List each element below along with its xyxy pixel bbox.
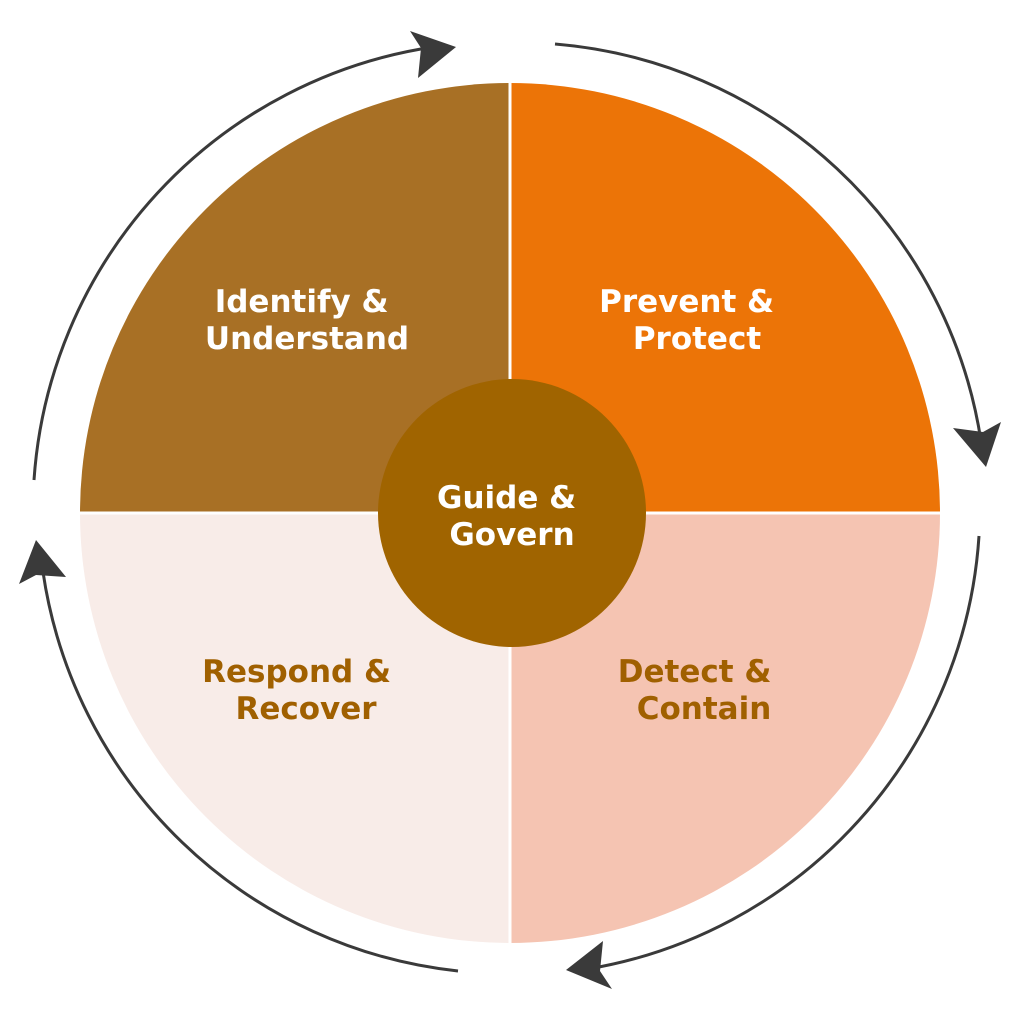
label-identify-understand-line2: Understand: [205, 321, 409, 357]
cycle-arc-top-right: [554, 42, 983, 442]
quadrant-respond-recover: [80, 513, 510, 943]
label-respond-recover-line1: Respond &: [202, 654, 391, 690]
label-guide-govern-line2: Govern: [449, 517, 574, 553]
label-detect-contain-line2: Contain: [637, 691, 772, 727]
cycle-arc-bottom-right: [587, 535, 981, 971]
label-guide-govern-line1: Guide &: [437, 480, 576, 516]
arrow-head-left-icon: [19, 540, 66, 584]
center-circle: [378, 379, 646, 647]
arrow-head-top-icon: [410, 31, 456, 78]
label-identify-understand: Identify & Understand: [205, 284, 409, 357]
label-detect-contain: Detect & Contain: [618, 654, 782, 727]
label-guide-govern: Guide & Govern: [437, 480, 587, 553]
quadrant-detect-contain: [510, 513, 940, 943]
quadrant-identify-understand: [80, 83, 510, 513]
arrow-head-bottom-icon: [566, 941, 612, 989]
label-prevent-protect-line2: Protect: [633, 321, 762, 357]
cycle-arc-top-left: [32, 45, 434, 481]
label-identify-understand-line1: Identify &: [215, 284, 389, 320]
cycle-arc-bottom-left: [41, 571, 459, 973]
label-respond-recover: Respond & Recover: [202, 654, 402, 727]
label-prevent-protect: Prevent & Protect: [599, 284, 785, 357]
label-respond-recover-line2: Recover: [235, 691, 377, 727]
quadrant-prevent-protect: [510, 83, 940, 513]
label-detect-contain-line1: Detect &: [618, 654, 772, 690]
label-prevent-protect-line1: Prevent &: [599, 284, 774, 320]
arrow-head-right-icon: [953, 422, 1001, 467]
